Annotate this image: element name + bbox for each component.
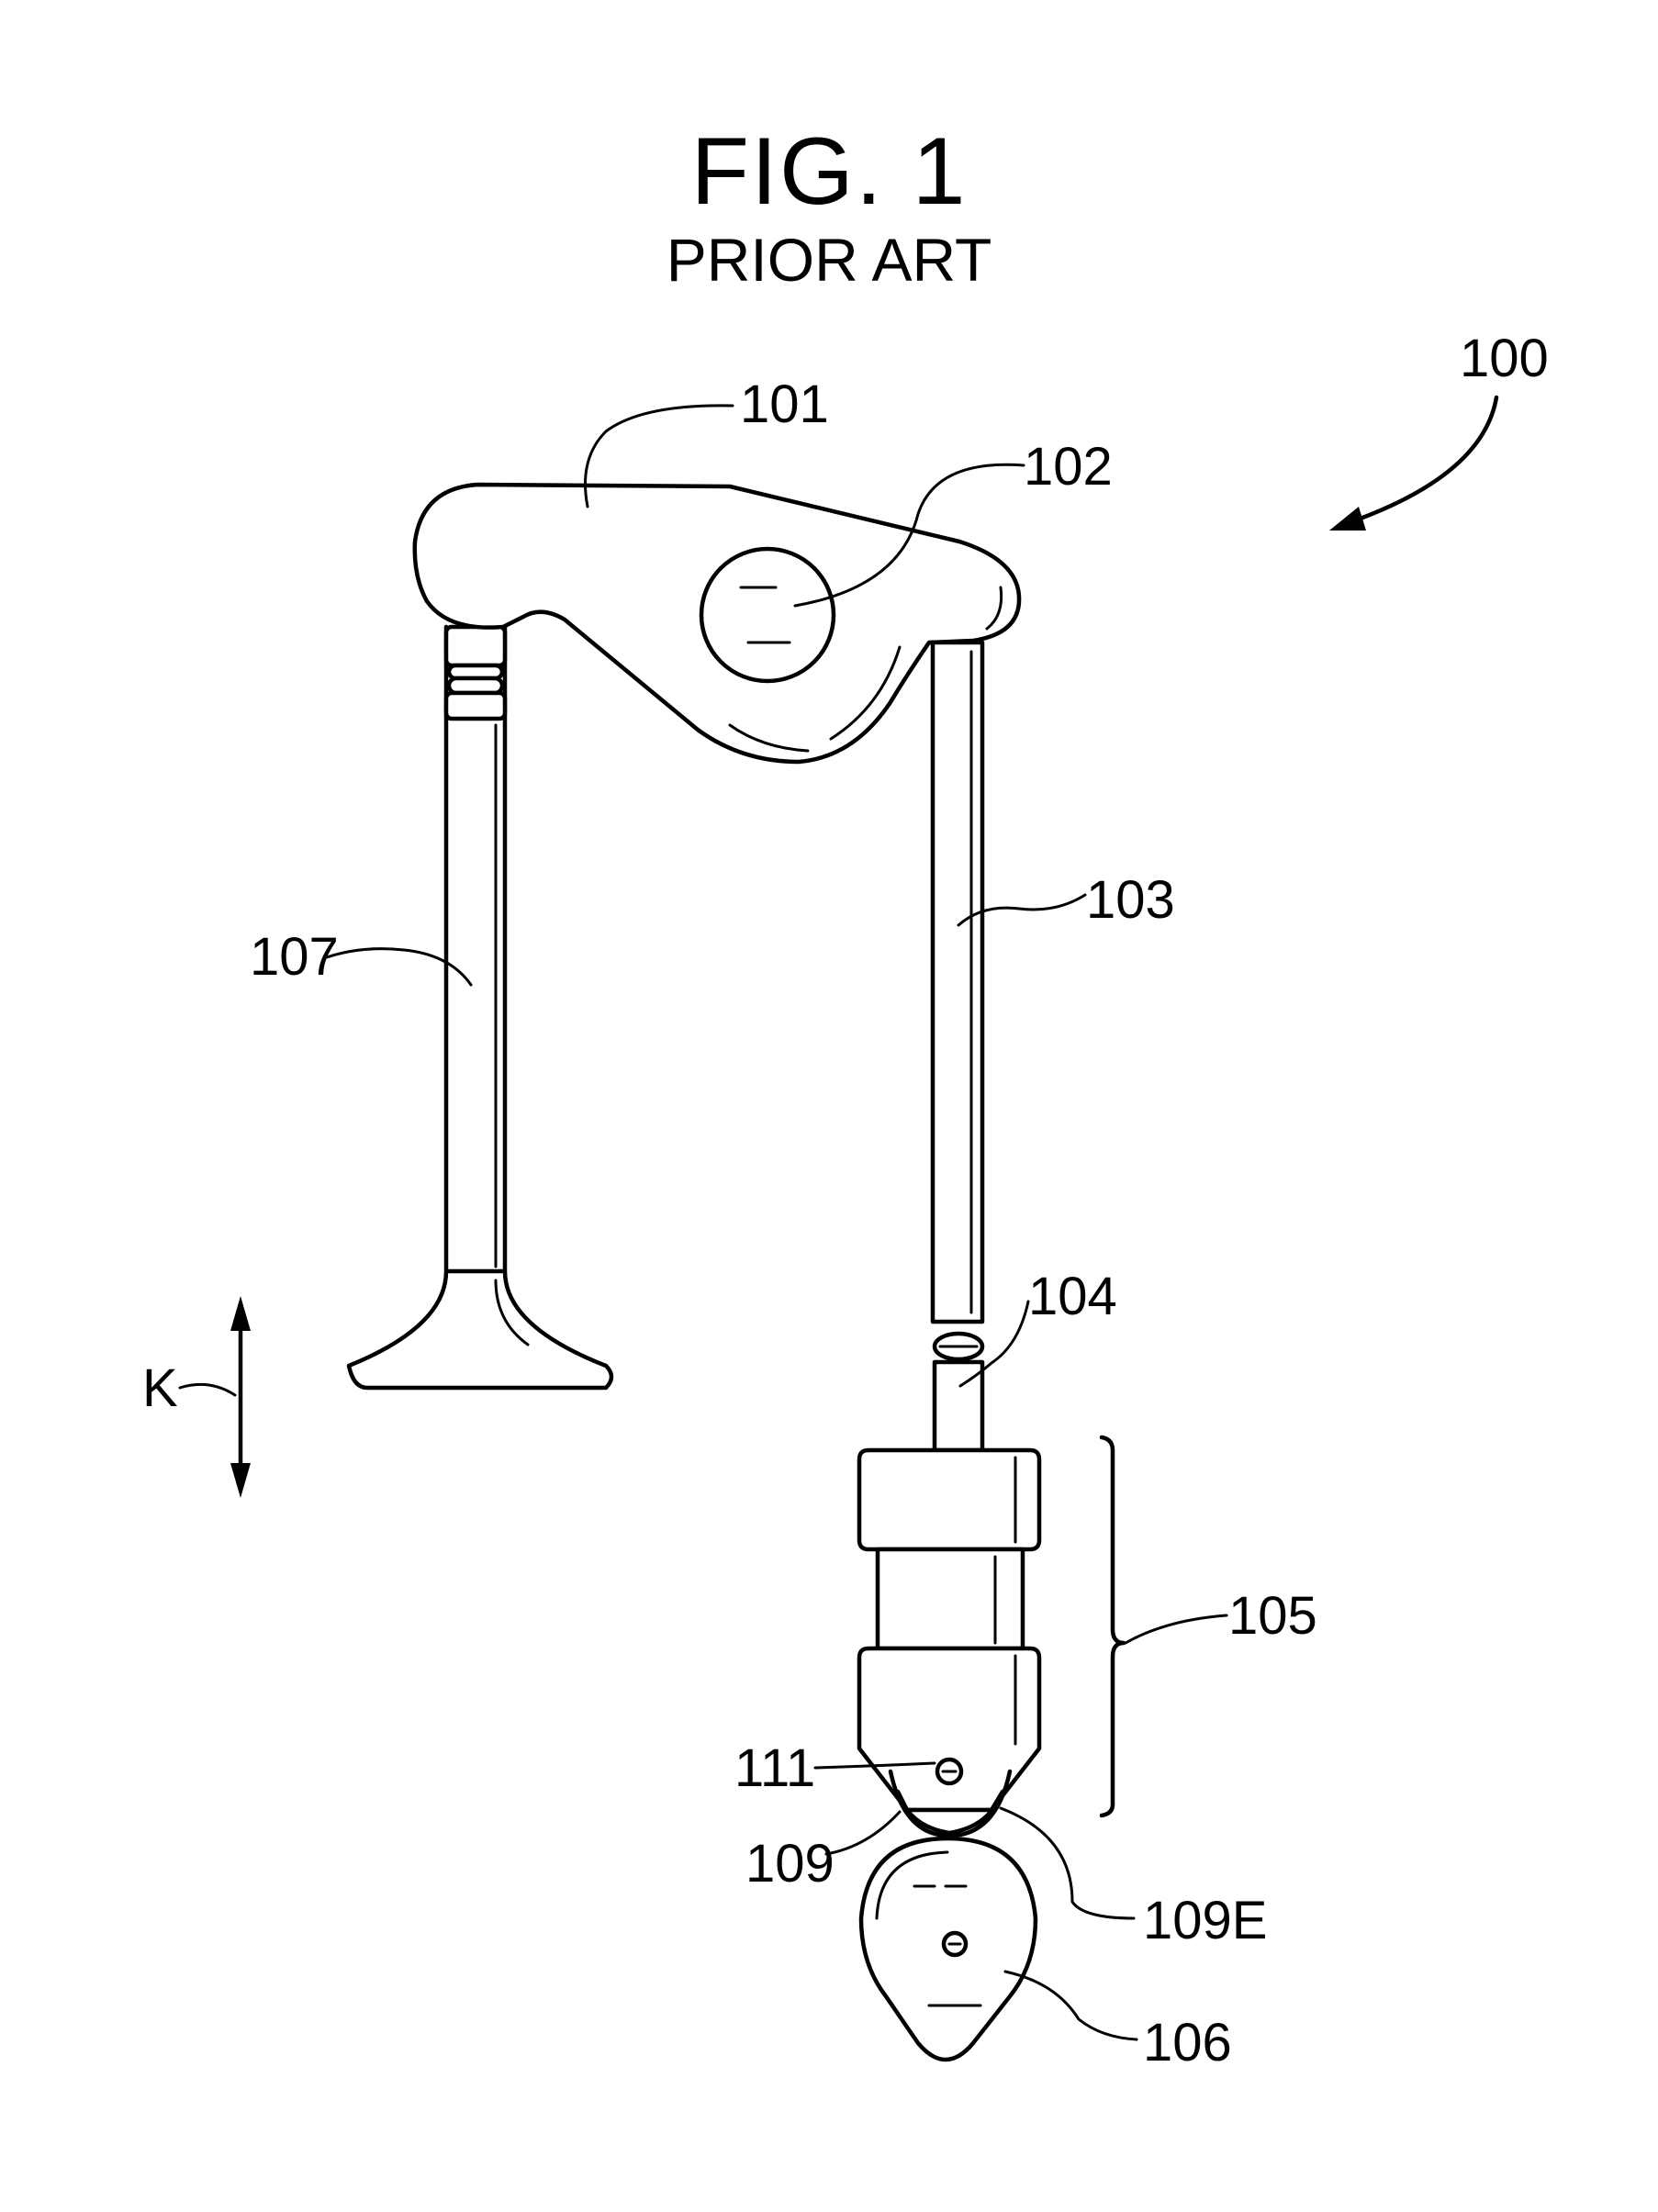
assembly-arrow <box>1329 397 1496 531</box>
label-100: 100 <box>1460 329 1549 388</box>
push-rod <box>933 642 982 1322</box>
label-101: 101 <box>740 374 829 434</box>
lifter <box>859 1450 1039 1810</box>
valve <box>349 627 611 1388</box>
label-104: 104 <box>1028 1267 1117 1326</box>
label-106: 106 <box>1143 2013 1232 2072</box>
label-107: 107 <box>250 927 339 987</box>
label-105: 105 <box>1228 1586 1317 1646</box>
motion-axis-arrow <box>230 1296 251 1498</box>
cam <box>861 1838 1036 2060</box>
lifter-bracket <box>1102 1437 1124 1815</box>
socket <box>935 1334 982 1450</box>
pivot <box>701 549 834 681</box>
label-K: K <box>142 1358 178 1418</box>
label-103: 103 <box>1086 870 1175 930</box>
label-109E: 109E <box>1143 1891 1267 1950</box>
label-102: 102 <box>1024 437 1113 497</box>
label-109: 109 <box>745 1834 835 1894</box>
k-leader <box>180 1384 235 1395</box>
label-111: 111 <box>734 1738 815 1798</box>
